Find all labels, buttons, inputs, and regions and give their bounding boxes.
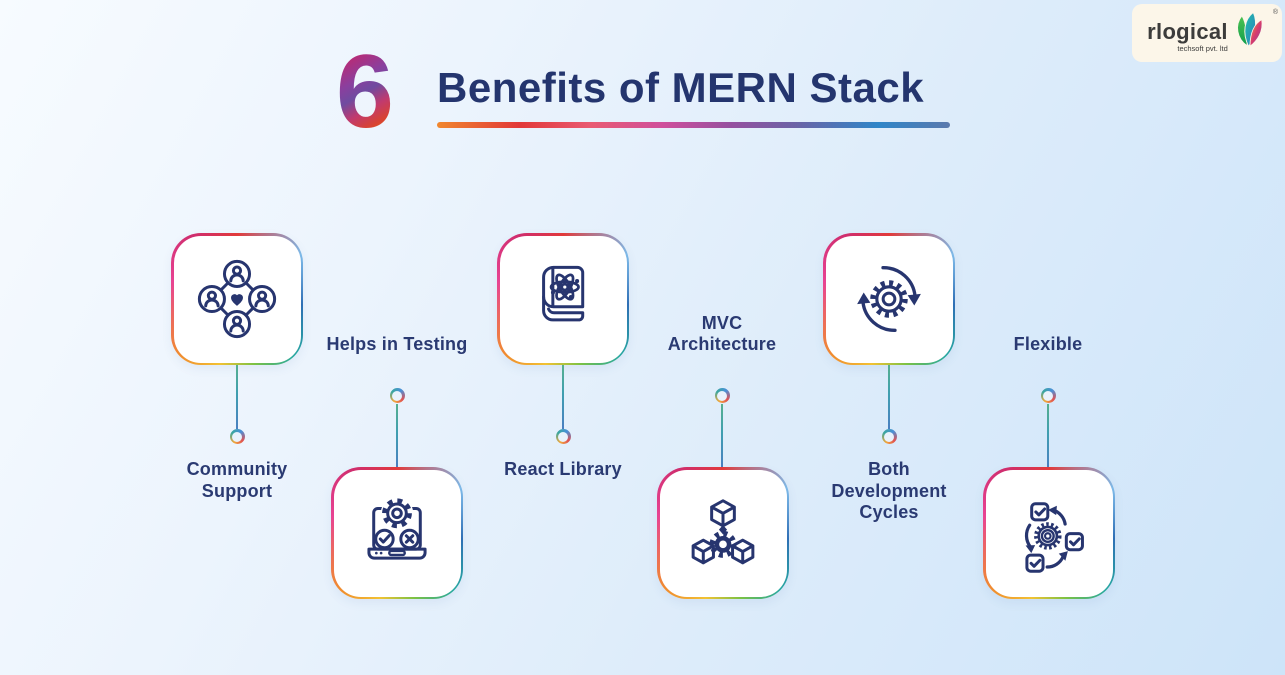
community-support-icon xyxy=(173,235,301,363)
company-logo: rlogical techsoft pvt. ltd xyxy=(1132,4,1282,62)
connector-node xyxy=(881,429,897,444)
benefit-label-flexible: Flexible xyxy=(1013,334,1083,355)
title-underline xyxy=(437,122,950,128)
page-title: Benefits of MERN Stack xyxy=(437,64,925,111)
connector-line xyxy=(887,365,891,429)
lotus-leaf-logo-icon xyxy=(1233,11,1267,51)
testing-laptop-icon xyxy=(333,469,461,597)
company-logo-text: rlogical techsoft pvt. ltd xyxy=(1147,19,1228,54)
benefit-card-react-library xyxy=(497,233,629,365)
connector-node xyxy=(229,429,245,444)
flexible-cycle-icon xyxy=(985,469,1113,597)
benefit-label-community-support: Community Support xyxy=(186,459,288,501)
company-subtitle: techsoft pvt. ltd xyxy=(1177,44,1228,53)
connector-line xyxy=(235,365,239,429)
benefit-label-react-library: React Library xyxy=(504,459,622,479)
benefit-card-mvc-architecture xyxy=(657,467,789,599)
connector-line xyxy=(395,404,399,468)
benefit-card-helps-in-testing xyxy=(331,467,463,599)
connector-node xyxy=(714,388,730,403)
registered-trademark-symbol: ® xyxy=(1272,9,1278,16)
benefit-label-helps-in-testing: Helps in Testing xyxy=(326,334,468,355)
connector-line xyxy=(561,365,565,429)
benefit-count-number: 6 xyxy=(336,34,394,150)
mvc-architecture-icon xyxy=(659,469,787,597)
connector-line xyxy=(1046,404,1050,468)
company-name: rlogical xyxy=(1147,19,1228,44)
development-cycles-icon xyxy=(825,235,953,363)
react-library-book-icon xyxy=(499,235,627,363)
connector-node xyxy=(555,429,571,444)
connector-node xyxy=(389,388,405,403)
benefit-card-community-support xyxy=(171,233,303,365)
benefit-label-development-cycles: Both Development Cycles xyxy=(831,459,947,523)
benefit-card-development-cycles xyxy=(823,233,955,365)
benefit-label-mvc-architecture: MVC Architecture xyxy=(667,312,777,355)
connector-node xyxy=(1040,388,1056,403)
benefit-card-flexible xyxy=(983,467,1115,599)
connector-line xyxy=(720,404,724,468)
